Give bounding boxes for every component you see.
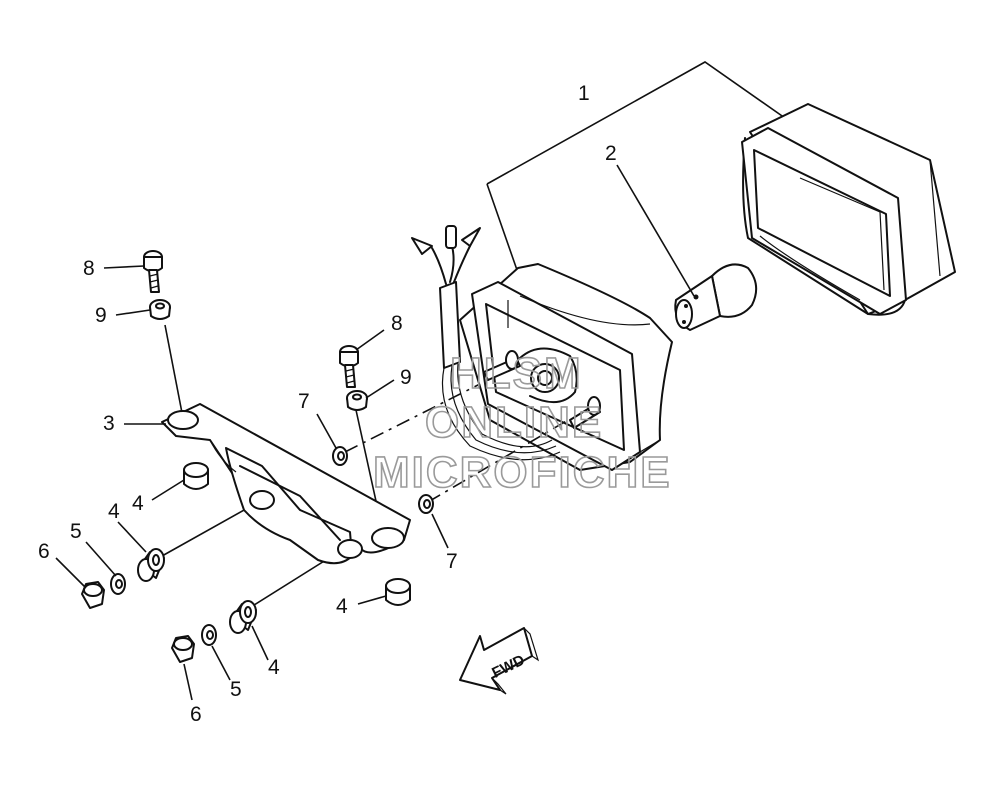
tail-lamp-lens (741, 103, 956, 316)
nut-bottom (171, 635, 195, 663)
nut-left (81, 581, 105, 609)
callout-2: 2 (605, 142, 617, 165)
watermark: HLSM ONLINE MICROFICHE (372, 348, 672, 498)
forward-arrow: FWD (459, 627, 540, 695)
spacer-right (418, 494, 434, 514)
callout-4-upper: 4 (132, 492, 144, 515)
callout-7-upper: 7 (298, 390, 310, 413)
callout-numbers: 1 2 3 4 4 4 4 5 5 6 6 7 7 8 8 9 9 (38, 82, 617, 726)
bolt-center (339, 345, 359, 388)
callout-5-left: 5 (70, 520, 82, 543)
callout-8-center: 8 (391, 312, 403, 335)
callout-7-lower: 7 (446, 550, 458, 573)
callout-4-left: 4 (108, 500, 120, 523)
bolt-upper-left (143, 250, 163, 293)
grommet-lower (385, 578, 411, 606)
callout-3: 3 (103, 412, 115, 435)
callout-6-bottom: 6 (190, 703, 202, 726)
callout-6-left: 6 (38, 540, 50, 563)
callout-leaders (55, 265, 449, 701)
callout-4-lower: 4 (336, 595, 348, 618)
callout-9-upper: 9 (95, 304, 107, 327)
washer-left (110, 573, 126, 595)
spacer-left (332, 446, 348, 466)
wiring-harness (411, 225, 561, 461)
callout-1-leaders (486, 61, 786, 271)
callout-4-bottom: 4 (268, 656, 280, 679)
watermark-line-1: HLSM (450, 349, 583, 398)
callout-2-leader (616, 164, 695, 297)
bushing-upper-left (149, 299, 171, 320)
watermark-line-3: MICROFICHE (373, 448, 672, 497)
mounting-bracket (161, 403, 411, 565)
callout-8-upper: 8 (83, 257, 95, 280)
watermark-line-2: ONLINE (425, 398, 603, 447)
callout-1: 1 (578, 82, 590, 105)
bulb (674, 263, 758, 331)
washer-bottom (201, 624, 217, 646)
lamp-housing (459, 263, 673, 471)
bushing-center (346, 390, 368, 411)
callout-9-center: 9 (400, 366, 412, 389)
grommet-left (137, 548, 165, 582)
grommet-bottom (229, 600, 257, 634)
callout-5-bottom: 5 (230, 678, 242, 701)
grommet-upper (183, 462, 209, 490)
